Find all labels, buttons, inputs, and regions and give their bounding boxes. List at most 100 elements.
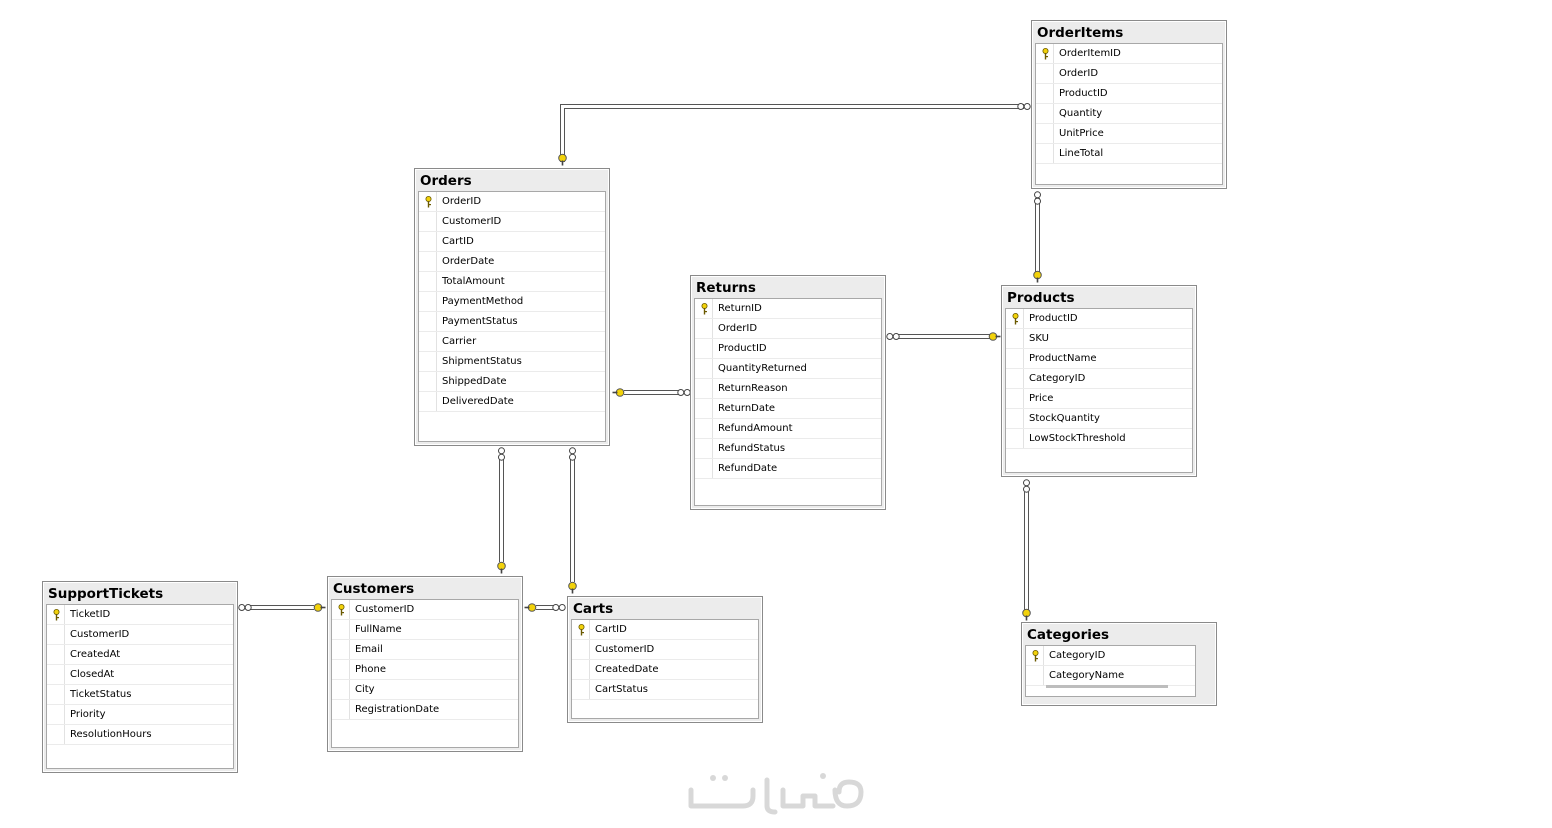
column-row[interactable]: CreatedDate [572, 660, 758, 680]
column-row[interactable]: RefundAmount [695, 419, 881, 439]
column-row[interactable]: City [332, 680, 518, 700]
rel-orders-customers[interactable] [497, 447, 506, 574]
column-name: SKU [1029, 333, 1049, 344]
column-row[interactable]: CustomerID [572, 640, 758, 660]
key-icon [53, 609, 60, 621]
column-row[interactable]: TotalAmount [419, 272, 605, 292]
column-name: Quantity [1059, 108, 1103, 119]
column-row[interactable]: CartStatus [572, 680, 758, 700]
column-row[interactable]: Carrier [419, 332, 605, 352]
column-row[interactable]: ReturnID [695, 299, 881, 319]
column-row[interactable]: OrderDate [419, 252, 605, 272]
rel-returns-orders[interactable] [612, 388, 691, 397]
column-row[interactable]: FullName [332, 620, 518, 640]
column-row[interactable]: Price [1006, 389, 1192, 409]
column-row[interactable]: RegistrationDate [332, 700, 518, 720]
column-name: ClosedAt [70, 669, 115, 680]
column-row[interactable]: CartID [419, 232, 605, 252]
rel-products-categories[interactable] [1022, 479, 1031, 621]
column-name: OrderID [442, 196, 482, 207]
column-row[interactable]: ResolutionHours [47, 725, 233, 745]
rel-returns-products[interactable] [886, 332, 1001, 341]
column-row[interactable]: StockQuantity [1006, 409, 1192, 429]
column-row[interactable]: OrderID [1036, 64, 1222, 84]
column-row[interactable]: TicketStatus [47, 685, 233, 705]
column-row[interactable]: SKU [1006, 329, 1192, 349]
column-row[interactable]: ProductName [1006, 349, 1192, 369]
column-row[interactable]: Quantity [1036, 104, 1222, 124]
column-row[interactable]: OrderID [419, 192, 605, 212]
column-row[interactable]: ReturnReason [695, 379, 881, 399]
column-name: OrderID [1059, 68, 1099, 79]
column-row[interactable]: RefundStatus [695, 439, 881, 459]
rel-carts-customers[interactable] [524, 603, 566, 612]
column-row[interactable]: CreatedAt [47, 645, 233, 665]
rel-orders-carts[interactable] [568, 447, 577, 594]
column-name: CustomerID [442, 216, 502, 227]
column-name: ReturnID [718, 303, 762, 314]
column-row[interactable]: ProductID [1006, 309, 1192, 329]
column-row[interactable]: CustomerID [419, 212, 605, 232]
rel-orderitems-orders[interactable] [558, 103, 1031, 166]
column-row[interactable]: CustomerID [332, 600, 518, 620]
column-row[interactable]: LineTotal [1036, 144, 1222, 164]
column-row[interactable]: PaymentStatus [419, 312, 605, 332]
column-row[interactable]: ProductID [695, 339, 881, 359]
column-row[interactable]: ShippedDate [419, 372, 605, 392]
column-name: ReturnReason [718, 383, 788, 394]
column-row[interactable]: DeliveredDate [419, 392, 605, 412]
column-row[interactable]: QuantityReturned [695, 359, 881, 379]
watermark-logo [688, 773, 864, 815]
column-name: CreatedAt [70, 649, 121, 660]
column-name: City [355, 684, 375, 695]
column-row[interactable]: Phone [332, 660, 518, 680]
column-row[interactable]: ClosedAt [47, 665, 233, 685]
column-row[interactable]: ReturnDate [695, 399, 881, 419]
column-name: FullName [355, 624, 402, 635]
horizontal-scrollbar[interactable] [1046, 685, 1168, 688]
column-row[interactable]: TicketID [47, 605, 233, 625]
column-row[interactable]: OrderID [695, 319, 881, 339]
rel-supporttickets-customers[interactable] [238, 603, 326, 612]
column-name: CategoryID [1049, 650, 1106, 661]
column-name: CartID [595, 624, 627, 635]
column-row[interactable]: CategoryID [1006, 369, 1192, 389]
key-icon [1012, 313, 1019, 325]
column-row[interactable]: LowStockThreshold [1006, 429, 1192, 449]
column-row[interactable]: Priority [47, 705, 233, 725]
column-name: OrderItemID [1059, 48, 1121, 59]
column-name: ResolutionHours [70, 729, 152, 740]
column-row[interactable]: CategoryName [1026, 666, 1195, 686]
column-name: CategoryName [1049, 670, 1125, 681]
column-row[interactable]: CategoryID [1026, 646, 1195, 666]
key-icon [338, 604, 345, 616]
column-row[interactable]: RefundDate [695, 459, 881, 479]
column-row[interactable]: CustomerID [47, 625, 233, 645]
column-row[interactable]: OrderItemID [1036, 44, 1222, 64]
column-name: TotalAmount [442, 276, 505, 287]
column-name: ShippedDate [442, 376, 507, 387]
column-name: Price [1029, 393, 1054, 404]
column-row[interactable]: CartID [572, 620, 758, 640]
column-row[interactable]: ProductID [1036, 84, 1222, 104]
column-name: ProductID [1059, 88, 1108, 99]
column-row[interactable]: ShipmentStatus [419, 352, 605, 372]
column-row[interactable]: PaymentMethod [419, 292, 605, 312]
column-row[interactable]: UnitPrice [1036, 124, 1222, 144]
column-name: CreatedDate [595, 664, 659, 675]
column-name: ReturnDate [718, 403, 776, 414]
rel-orderitems-products[interactable] [1033, 191, 1042, 283]
column-row[interactable]: Email [332, 640, 518, 660]
